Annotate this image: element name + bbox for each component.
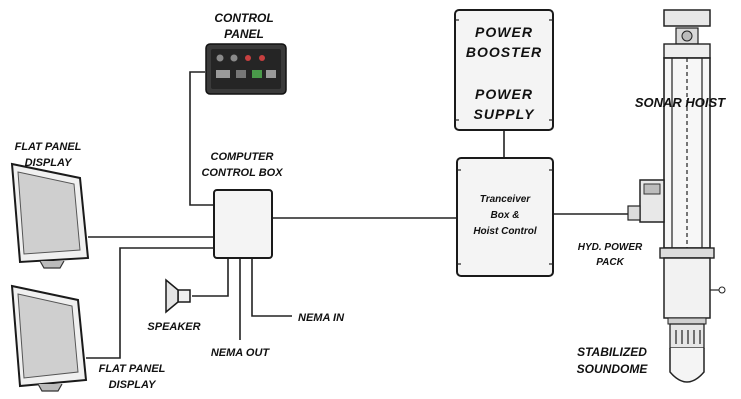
computer-control-box: COMPUTER CONTROL BOX [201,151,283,259]
transceiver-box: Tranceiver Box & Hoist Control [456,157,554,277]
switch-icon [216,70,230,78]
power-booster-cabinet [454,9,554,131]
transceiver-label-2: Box & [491,210,520,221]
flat-panel-display-top: FLAT PANEL DISPLAY [10,141,90,269]
power-booster-supply: POWER BOOSTER POWER SUPPLY [454,9,554,131]
computer-box-label-1: COMPUTER [211,151,274,163]
transceiver-label-3: Hoist Control [473,226,537,237]
indicator-light-icon [245,55,251,61]
power-supply-label-1: POWER [475,86,533,102]
speaker-cone-icon [165,278,179,314]
power-booster-label-1: POWER [475,24,533,40]
monitor-stand [39,260,65,269]
knob-icon [216,54,224,62]
nema-in-label: NEMA IN [298,312,345,324]
flat-panel-bottom-label-2: DISPLAY [109,379,158,391]
control-panel-label-2: PANEL [224,27,264,41]
switch-icon [236,70,246,78]
control-panel: CONTROL PANEL [205,11,287,95]
nema-out-label: NEMA OUT [211,347,271,359]
hyd-power-pack-label-1: HYD. POWER [578,242,643,253]
sonar-hoist: SONAR HOIST HYD. POWER PACK STABILIZED S… [577,9,726,383]
power-supply-label-2: SUPPLY [474,106,536,122]
hoist-top-bracket [663,9,711,27]
flat-panel-top-label-1: FLAT PANEL [15,141,82,153]
switch-icon [266,70,276,78]
speaker-icon [177,289,191,303]
transceiver-cabinet [456,157,554,277]
soundome-label-1: STABILIZED [577,345,647,359]
wire-speaker [192,258,229,297]
sonar-hoist-label: SONAR HOIST [635,95,726,110]
computer-box-label-2: CONTROL BOX [201,167,283,179]
flat-panel-display-bottom: FLAT PANEL DISPLAY [10,284,166,392]
wire-control-panel [189,71,215,206]
hoist-trunk [663,257,711,319]
monitor-screen [17,293,79,379]
wire-nema-in [251,258,292,317]
control-panel-label-1: CONTROL [214,11,273,25]
indicator-light-icon [259,55,265,61]
flat-panel-top-label-2: DISPLAY [25,157,74,169]
wire-display-bottom [86,247,214,359]
connection-lines [86,71,628,359]
switch-icon [252,70,262,78]
soundome-icon [669,348,705,383]
speaker: SPEAKER [147,278,201,333]
computer-box-body [213,189,273,259]
flat-panel-bottom-label-1: FLAT PANEL [99,363,166,375]
knob-icon [230,54,238,62]
speaker-label: SPEAKER [147,321,200,333]
soundome-label-2: SOUNDOME [577,362,649,376]
monitor-stand [37,383,63,392]
power-booster-label-2: BOOSTER [466,44,542,60]
hyd-power-pack-label-2: PACK [596,257,624,268]
transceiver-label-1: Tranceiver [480,194,532,205]
monitor-screen [17,171,81,255]
soundome-transducer-icon [669,323,705,349]
